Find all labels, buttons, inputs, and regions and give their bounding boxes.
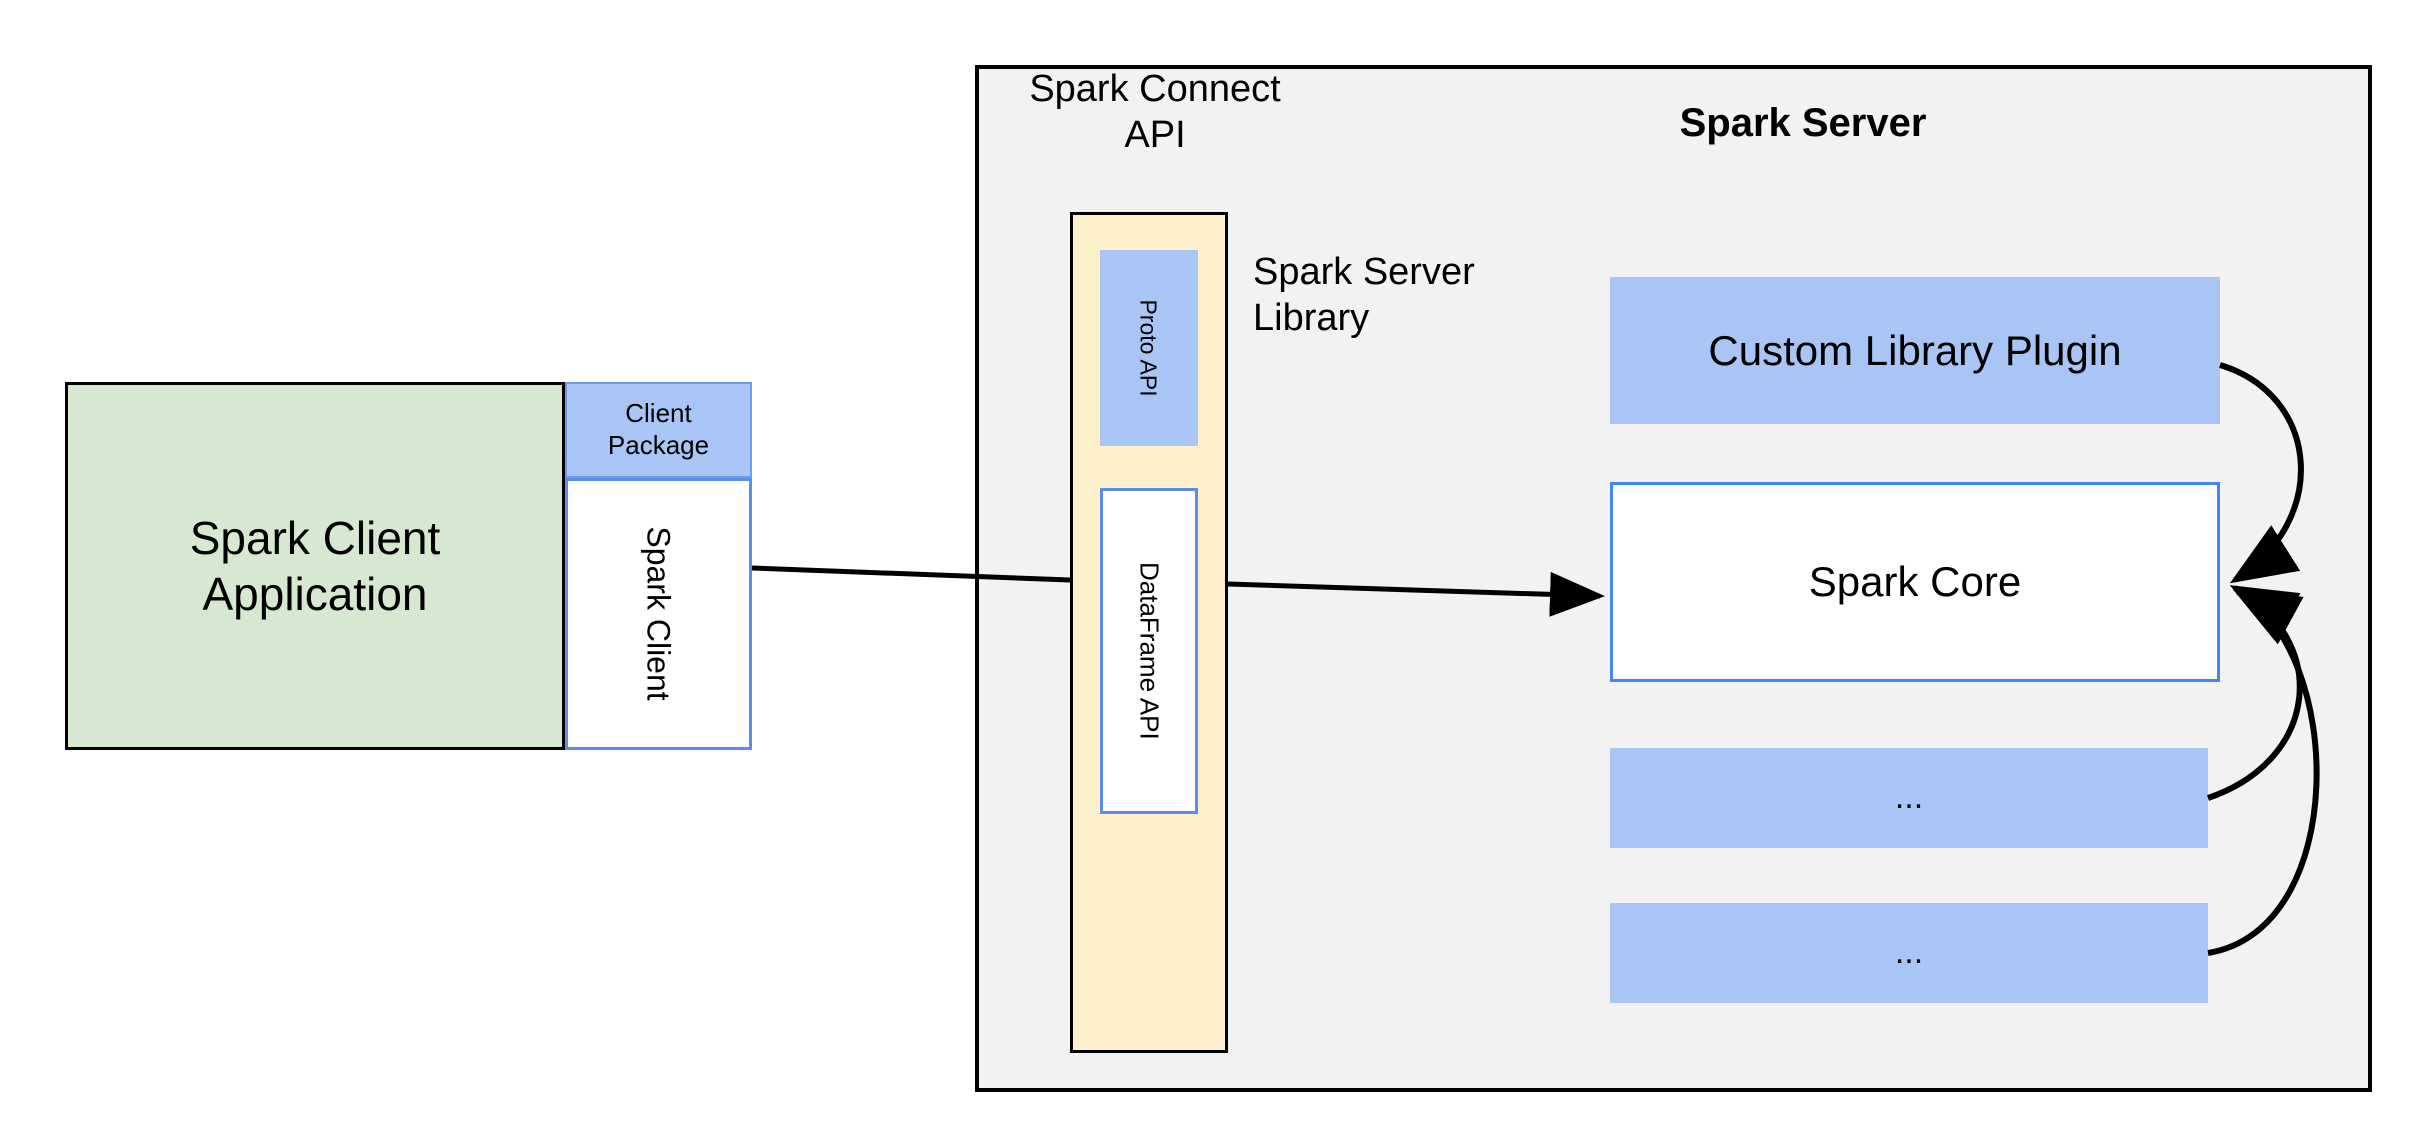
spark-client-label: Spark Client bbox=[641, 526, 678, 702]
custom-library-plugin-label: Custom Library Plugin bbox=[1708, 326, 2122, 374]
label-line-2: Library bbox=[1253, 297, 1370, 339]
ellipsis-label-2: ... bbox=[1894, 933, 1924, 972]
spark-server-library-label: Spark Server Library bbox=[1253, 240, 1543, 350]
ellipsis-box-1[interactable]: ... bbox=[1610, 748, 2208, 848]
label-line-2: API bbox=[1124, 114, 1186, 156]
spark-server-title: Spark Server bbox=[1679, 100, 1927, 145]
spark-connect-api-text: Spark Connect API bbox=[1029, 66, 1280, 159]
dataframe-api-box[interactable]: DataFrame API bbox=[1100, 488, 1198, 814]
dataframe-api-label: DataFrame API bbox=[1134, 562, 1165, 740]
client-package-box[interactable]: Client Package bbox=[565, 382, 752, 478]
label-line-2: Application bbox=[202, 568, 428, 620]
spark-server-library-text: Spark Server Library bbox=[1253, 249, 1475, 342]
ellipsis-box-2[interactable]: ... bbox=[1610, 903, 2208, 1003]
spark-core-box[interactable]: Spark Core bbox=[1610, 482, 2220, 682]
label-line-1: Spark Server bbox=[1253, 250, 1475, 293]
spark-core-label: Spark Core bbox=[1808, 558, 2022, 606]
label-line-1: Spark Client bbox=[189, 511, 441, 564]
label-line-1: Spark Connect bbox=[1029, 67, 1281, 110]
spark-client-application-label: Spark Client Application bbox=[190, 510, 441, 622]
ellipsis-label-1: ... bbox=[1894, 778, 1924, 817]
label-line-1: Client bbox=[625, 398, 692, 429]
proto-api-label: Proto API bbox=[1136, 299, 1163, 397]
spark-client-application-box[interactable]: Spark Client Application bbox=[65, 382, 565, 750]
client-package-label: Client Package bbox=[608, 398, 709, 461]
custom-library-plugin-box[interactable]: Custom Library Plugin bbox=[1610, 277, 2220, 424]
label-line-2: Package bbox=[607, 430, 710, 460]
spark-connect-api-label: Spark Connect API bbox=[1010, 62, 1300, 162]
spark-client-box[interactable]: Spark Client bbox=[565, 478, 752, 750]
proto-api-box[interactable]: Proto API bbox=[1100, 250, 1198, 446]
